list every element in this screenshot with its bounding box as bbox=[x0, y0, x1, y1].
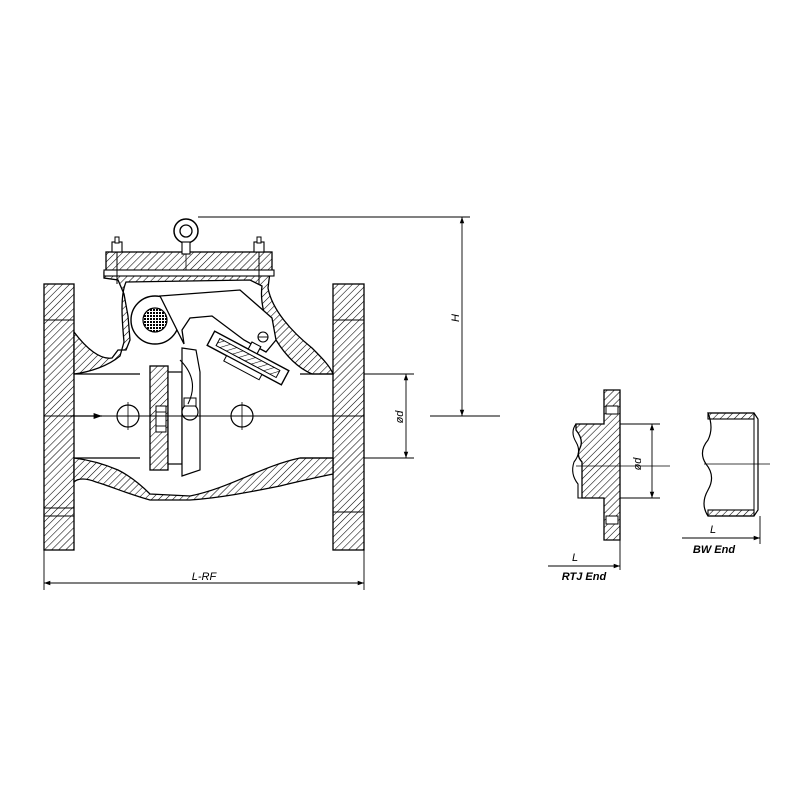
seat-ring bbox=[149, 347, 201, 477]
check-disc bbox=[206, 330, 290, 386]
rtj-end-detail: ød L RTJ End bbox=[548, 389, 670, 583]
right-flange bbox=[332, 283, 365, 551]
eye-bolt bbox=[173, 218, 199, 255]
length-rf-label: L-RF bbox=[192, 571, 218, 583]
rtj-end-caption: RTJ End bbox=[562, 571, 607, 583]
valve-section bbox=[43, 218, 365, 551]
dimension-length-rf: L-RF bbox=[43, 550, 365, 590]
bonnet-stud-left bbox=[111, 236, 123, 284]
body-upper-wall bbox=[73, 271, 334, 375]
bonnet-stud-right bbox=[253, 236, 265, 284]
rtj-length-label: L bbox=[572, 552, 578, 564]
bore-diameter-label: ød bbox=[394, 410, 406, 424]
bw-end-caption: BW End bbox=[693, 544, 735, 556]
left-flange bbox=[43, 283, 75, 551]
hinge-arm bbox=[158, 289, 277, 353]
dimension-height: H bbox=[198, 216, 500, 417]
rtj-bore-diameter-label: ød bbox=[632, 457, 644, 471]
bw-length-label: L bbox=[710, 524, 716, 536]
dimension-bore-diameter: ød bbox=[364, 373, 414, 459]
height-label: H bbox=[450, 314, 462, 322]
bw-end-detail: L BW End bbox=[682, 412, 770, 556]
body-lower-wall bbox=[73, 457, 334, 501]
rtj-flange bbox=[575, 389, 621, 541]
